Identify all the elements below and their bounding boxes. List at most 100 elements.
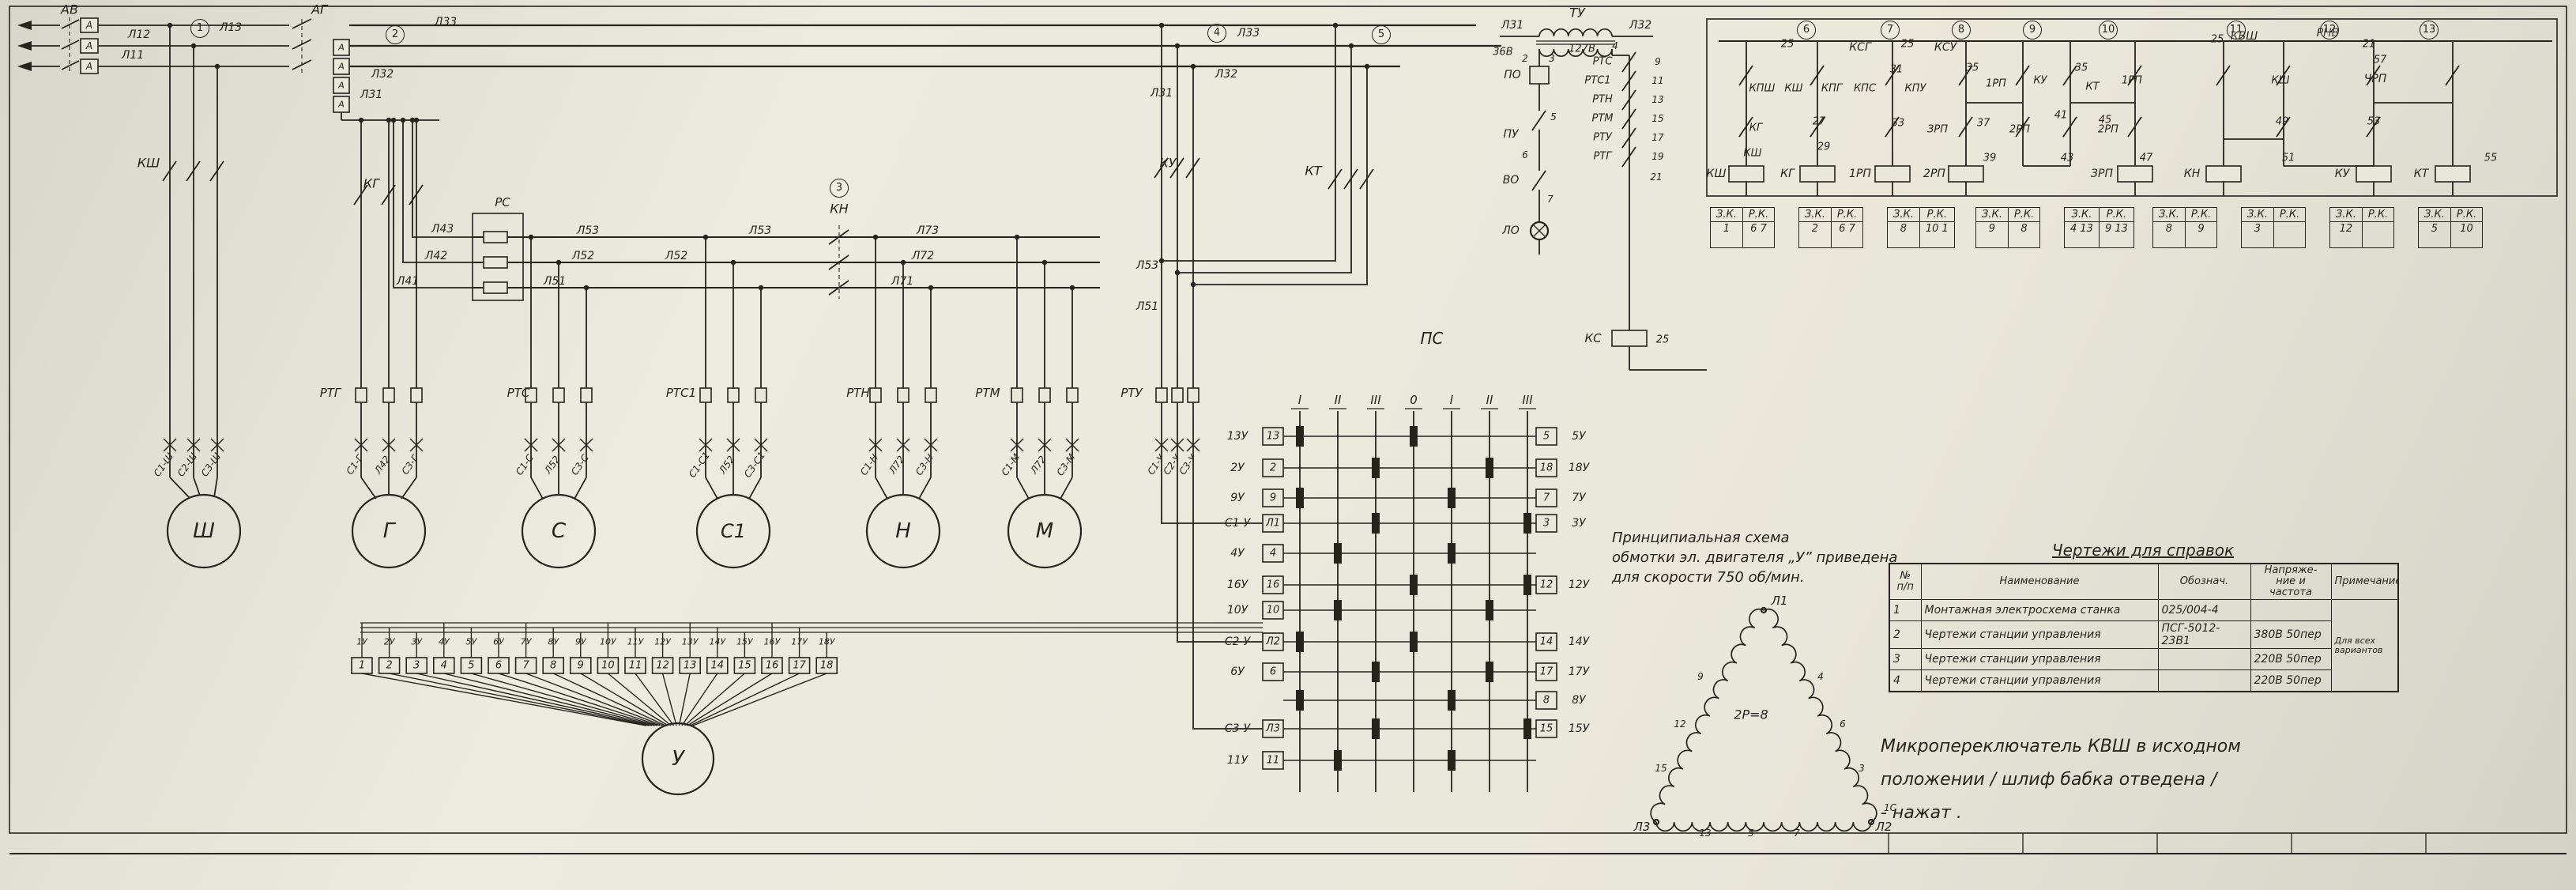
wire-number-badge: 4 bbox=[1207, 24, 1226, 43]
wire-label: РС bbox=[495, 195, 510, 209]
wire-label: КГ bbox=[1780, 168, 1795, 180]
contact-table-cell: 12 bbox=[2329, 221, 2363, 248]
wire-label: 2 bbox=[1269, 462, 1277, 474]
wire-label: 13У bbox=[1226, 430, 1248, 443]
motor-symbol bbox=[521, 493, 597, 569]
matrix-pad bbox=[1486, 600, 1493, 620]
wire-label: 15 bbox=[1539, 722, 1554, 735]
note-line: Принципиальная схема bbox=[1612, 530, 1790, 546]
wire-label: Л53 bbox=[1135, 259, 1159, 272]
ref-table-cell: Чертежи станции управления bbox=[1920, 620, 2159, 649]
thermal-heater bbox=[552, 387, 565, 403]
ref-table-note-cell: Для всех вариантов bbox=[2330, 599, 2399, 692]
contact-blade bbox=[2127, 65, 2142, 86]
wire-label: КСГ bbox=[1849, 41, 1871, 54]
wire-label: 11 bbox=[1651, 75, 1664, 86]
wire-label: 6 bbox=[1840, 718, 1846, 730]
contact-blade bbox=[828, 229, 849, 245]
wire-label: КН bbox=[2183, 168, 2201, 180]
wire-label: 8У bbox=[548, 636, 559, 647]
disconnect-cross bbox=[868, 438, 883, 452]
contact-blade bbox=[2366, 65, 2381, 86]
contact-blade bbox=[1359, 168, 1374, 190]
wire bbox=[471, 673, 658, 726]
matrix-pad bbox=[1448, 750, 1456, 771]
fuse bbox=[333, 77, 350, 94]
contact-blade bbox=[61, 40, 80, 50]
wire-label: КПС bbox=[1853, 82, 1877, 95]
wire-label: КПШ bbox=[1749, 82, 1776, 95]
contact-table-header: Р.К. bbox=[2273, 207, 2307, 222]
matrix-pad bbox=[1410, 632, 1418, 652]
wire-number-badge: 11 bbox=[2227, 21, 2246, 40]
thermal-heater bbox=[1066, 387, 1079, 403]
wire bbox=[690, 673, 800, 726]
wire-label: С3-С bbox=[569, 452, 591, 477]
wire bbox=[875, 477, 888, 500]
contact-blade bbox=[1621, 51, 1636, 73]
wire bbox=[416, 673, 653, 726]
wire-number-badge: 7 bbox=[1881, 21, 1900, 40]
wire-label: КШ bbox=[1743, 147, 1762, 160]
contact-table-header: З.К. bbox=[2241, 207, 2274, 222]
wire-label: 35 bbox=[2074, 62, 2088, 74]
wire-label: Л32 bbox=[1629, 19, 1652, 32]
terminal-box bbox=[1262, 544, 1284, 563]
thermal-heater bbox=[580, 387, 593, 403]
terminal-box bbox=[1262, 751, 1284, 770]
wire-label: 17 bbox=[1539, 666, 1554, 678]
wire-label: 15У bbox=[736, 636, 753, 647]
wire-label: ЗРП bbox=[1927, 123, 1948, 136]
wire-label: КУ bbox=[2033, 74, 2047, 87]
fuse bbox=[333, 39, 350, 56]
wire-label: КУ bbox=[1159, 155, 1177, 171]
wire-label: 11У bbox=[627, 636, 644, 647]
wire-label: 53 bbox=[2367, 115, 2381, 128]
thermal-heater bbox=[869, 387, 882, 403]
contact-blade bbox=[2127, 116, 2142, 138]
contact-table-cell: 2 bbox=[1798, 221, 1832, 248]
wire bbox=[607, 673, 672, 726]
wire-label: 5У bbox=[1572, 430, 1586, 443]
contact-blade bbox=[2366, 116, 2381, 138]
contact-blade bbox=[1531, 170, 1546, 191]
wire-label: III bbox=[1522, 393, 1533, 407]
wire-label: 16 bbox=[1266, 579, 1280, 591]
winding-coil bbox=[1655, 821, 1872, 832]
control-panel-box bbox=[1706, 18, 2558, 197]
wire-label: С1 bbox=[720, 520, 747, 542]
ref-table-cell: 4 bbox=[1889, 669, 1922, 692]
wire bbox=[213, 477, 218, 498]
ref-table-cell: 3 bbox=[1889, 648, 1922, 670]
wire-label: С1-С bbox=[514, 452, 536, 477]
wire-label: Л52 bbox=[542, 454, 563, 476]
disconnect-cross bbox=[186, 438, 201, 452]
wire bbox=[169, 477, 190, 499]
wire-label: 15 bbox=[1651, 113, 1664, 124]
wire-label: С3-М bbox=[1054, 451, 1078, 478]
incoming-arrow bbox=[17, 41, 32, 51]
contact-blade bbox=[1810, 65, 1825, 86]
fuse bbox=[483, 256, 508, 269]
wire-label: 12 bbox=[656, 659, 669, 672]
junction-dot bbox=[1190, 281, 1196, 288]
matrix-pad bbox=[1410, 426, 1418, 447]
wire-label: 9 bbox=[1697, 671, 1704, 682]
ref-table-cell: 025/004-4 bbox=[2157, 599, 2251, 621]
wire-label: 29 bbox=[1817, 141, 1831, 153]
wire-label: Г bbox=[382, 519, 395, 543]
wire-label: 12У bbox=[1568, 579, 1590, 591]
thermal-heater bbox=[1038, 387, 1051, 403]
wire-label: Л43 bbox=[431, 223, 454, 236]
wire-label: С1-С1 bbox=[686, 450, 713, 480]
wire bbox=[684, 673, 745, 726]
wire-label: 15У bbox=[1568, 722, 1590, 735]
wire-label: Н bbox=[895, 519, 911, 543]
wire-label: КТ bbox=[1305, 163, 1322, 179]
wire-number-badge: 9 bbox=[2023, 21, 2042, 40]
contact-table-header: Р.К. bbox=[2007, 207, 2041, 222]
contact-table-cell bbox=[2361, 221, 2395, 248]
disconnect-cross bbox=[1170, 438, 1184, 452]
wire-label: Л31 bbox=[1501, 19, 1524, 32]
